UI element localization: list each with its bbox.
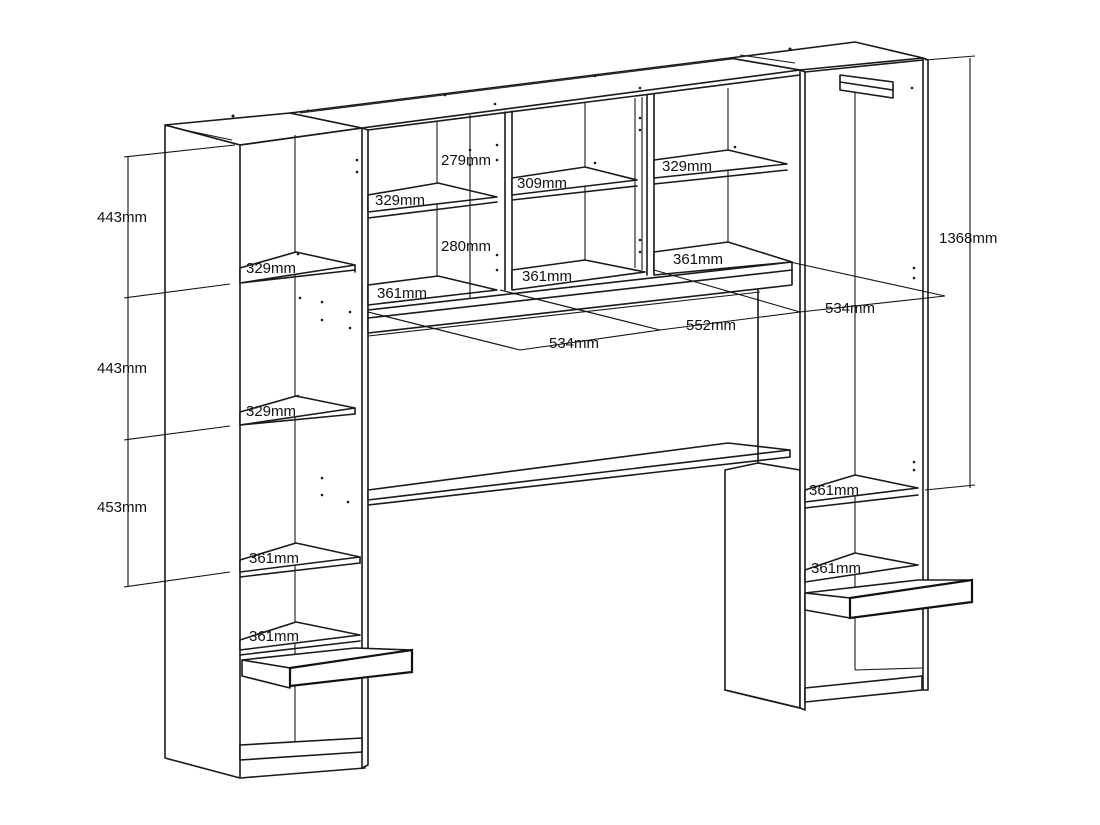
bridge-upper-shelf-right [653,149,788,185]
bridge-peg-holes [443,47,792,272]
label-bridge-upper-right: 329mm [662,158,712,175]
bridge-upper-shelf-middle [511,166,638,201]
label-width-right-bridge: 534mm [825,300,875,317]
label-width-left-bridge: 534mm [549,335,599,352]
dimension-labels: 443mm 443mm 453mm 279mm 280mm 1368mm 534… [97,152,997,645]
label-left-gap-bottom: 453mm [97,499,147,516]
left-shelf-2 [239,395,356,426]
label-bridge-upper-middle: 309mm [517,175,567,192]
right-peg-holes [910,86,916,472]
label-bridge-upper-left: 329mm [375,192,425,209]
left-shelf-4 [239,621,361,656]
bridge-upper-shelf-left [367,182,498,219]
dimension-lines [123,55,976,588]
right-pullout-tray [804,578,974,620]
right-shelf-2 [804,552,919,583]
label-left-shelf-4: 361mm [249,628,299,645]
left-shelf-3 [239,542,361,578]
bridge-lower-shelf-left [367,275,498,306]
label-left-shelf-3: 361mm [249,550,299,567]
label-bridge-lower-middle: 361mm [522,268,572,285]
middle-long-shelf [367,442,791,506]
left-pullout-tray [241,647,414,689]
label-bridge-lower-left: 361mm [377,285,427,302]
label-width-center-bridge: 552mm [686,317,736,334]
right-shelf-1 [804,474,919,509]
label-center-lower-gap: 280mm [441,238,491,255]
right-tower [799,57,974,711]
label-left-shelf-1: 329mm [246,260,296,277]
left-tower [164,109,414,779]
label-left-gap-top: 443mm [97,209,147,226]
label-right-shelf-1: 361mm [809,482,859,499]
label-bridge-lower-right: 361mm [673,251,723,268]
label-right-shelf-2: 361mm [811,560,861,577]
label-overall-height: 1368mm [939,230,997,247]
label-left-gap-middle: 443mm [97,360,147,377]
label-left-shelf-2: 329mm [246,403,296,420]
left-shelf-1 [239,251,356,284]
top-bridge [289,41,924,337]
left-peg-holes [231,109,359,504]
center-support [724,289,801,709]
bridge-lower-shelf-middle [511,259,646,291]
label-center-upper-gap: 279mm [441,152,491,169]
hanging-rail [839,74,894,99]
